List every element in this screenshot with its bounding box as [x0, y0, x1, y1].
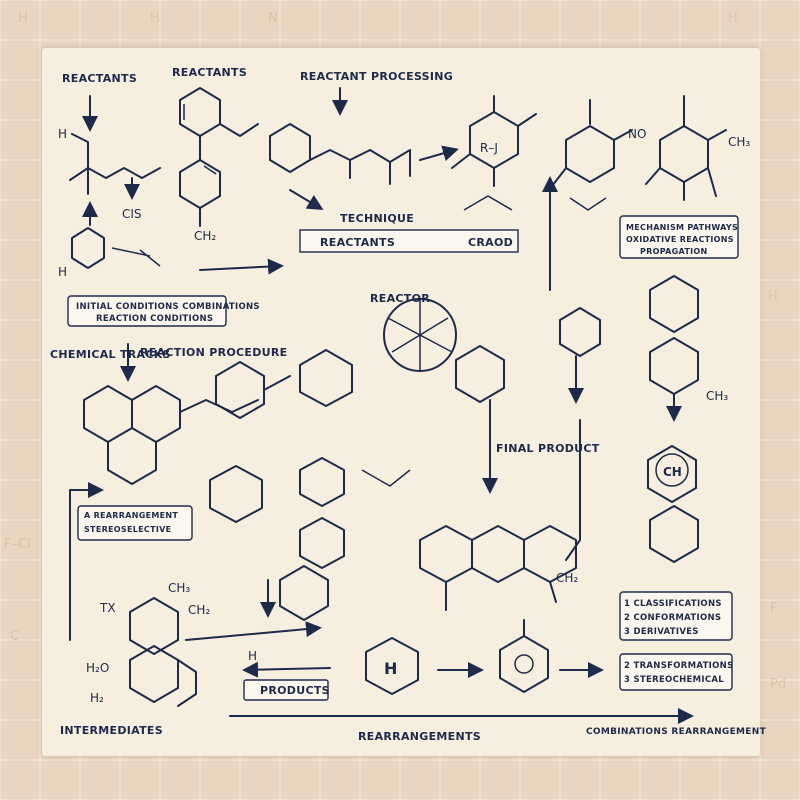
- atom-label: H: [248, 649, 257, 663]
- molecule-middle: [209, 457, 411, 621]
- molecule-h-ring: H: [365, 619, 604, 695]
- atom-label: CH₂: [194, 229, 216, 243]
- atom-label: CH₂: [188, 603, 210, 617]
- label-reactant-processing: REACTANT PROCESSING: [300, 70, 453, 83]
- atom-label: TX: [99, 601, 116, 615]
- bg-glyph: F–Cl: [4, 537, 31, 552]
- mechanism-box: [619, 215, 739, 259]
- atom-label: H: [384, 659, 397, 678]
- label-reactants: REACTANTS: [62, 72, 137, 85]
- bg-glyph: N: [268, 11, 278, 26]
- conditions-box: [67, 295, 227, 327]
- label-rearrangements: REARRANGEMENTS: [358, 730, 481, 743]
- label-final-product: FINAL PRODUCT: [496, 442, 600, 455]
- list-item-3: 3 DERIVATIVES: [624, 627, 699, 637]
- label-reaction-procedure: REACTION PROCEDURE: [140, 346, 287, 359]
- atom-label: CIS: [122, 207, 142, 221]
- rearrangement-box: [77, 505, 193, 541]
- molecule-reactant-b: CH₂: [179, 87, 284, 275]
- atom-label: CH₃: [728, 135, 750, 149]
- atom-label: H₂: [90, 691, 104, 705]
- bg-glyph: H: [768, 289, 778, 304]
- bg-glyph: H: [728, 11, 738, 26]
- bg-glyph: C: [10, 629, 19, 644]
- molecule-reactant-a: H CIS H: [58, 95, 161, 279]
- list-item-1: 1 CLASSIFICATIONS: [624, 599, 722, 609]
- label-products: PRODUCTS: [260, 684, 330, 697]
- atom-label: H: [58, 127, 67, 141]
- reactants-bar: [299, 229, 519, 253]
- bg-glyph: F: [770, 601, 777, 616]
- bg-glyph: H: [150, 11, 160, 26]
- atom-label: CH₃: [168, 581, 190, 595]
- label-reactants-2: REACTANTS: [172, 66, 247, 79]
- reactor: REACTOR: [299, 292, 505, 494]
- list-item-2: 2 CONFORMATIONS: [624, 613, 721, 623]
- atom-label: CH₃: [706, 389, 728, 403]
- reactants-bar-label: REACTANTS: [320, 236, 395, 249]
- numbered-list-1: [619, 591, 733, 641]
- products-area: H PRODUCTS: [242, 649, 331, 701]
- molecule-intermediate-bottom: TX CH₃ CH₂ H₂O H₂: [86, 581, 322, 707]
- atom-label: NO: [628, 127, 646, 141]
- mechanism-line1: MECHANISM PATHWAYS: [626, 223, 738, 232]
- molecule-chemical-tracks: [83, 361, 291, 485]
- molecule-intermediate-top: R–J: [451, 95, 537, 211]
- molecule-processing: [269, 87, 459, 211]
- label-combinations: COMBINATIONS REARRANGEMENT: [586, 727, 767, 737]
- atom-label: CH: [663, 465, 682, 479]
- label-reactor: REACTOR: [370, 292, 430, 305]
- atom-label: H₂O: [86, 661, 109, 675]
- label-technique: TECHNIQUE: [340, 212, 414, 225]
- conditions-title: INITIAL CONDITIONS COMBINATIONS: [76, 302, 260, 312]
- label-intermediates: INTERMEDIATES: [60, 724, 163, 737]
- molecule-top-right-b: NO CH₃: [628, 95, 750, 201]
- numbered-list-2: [619, 653, 733, 691]
- atom-label: CH₂: [556, 571, 578, 585]
- products-box: [243, 679, 329, 701]
- molecule-final-product: CH₂: [419, 525, 578, 611]
- mechanism-line3: PROPAGATION: [640, 247, 708, 256]
- list-item-b1: 2 TRANSFORMATIONS: [624, 661, 734, 671]
- mechanism-line2: OXIDATIVE REACTIONS: [626, 235, 734, 244]
- atom-label: R–J: [480, 141, 498, 155]
- label-chemical-tracks: CHEMICAL TRACKS: [50, 348, 171, 361]
- conditions-sub: REACTION CONDITIONS: [96, 314, 213, 324]
- molecule-right-column: CH₃ CH: [559, 275, 728, 563]
- bg-glyph: H: [18, 11, 28, 26]
- bg-glyph: Pd: [770, 677, 786, 692]
- rearrangement-sub: STEREOSELECTIVE: [84, 525, 171, 534]
- atom-label: H: [58, 265, 67, 279]
- molecule-top-right-a: [542, 99, 633, 291]
- list-item-b2: 3 STEREOCHEMICAL: [624, 675, 724, 685]
- reactants-bar-right-label: CRAOD: [468, 236, 513, 249]
- rearrangement-title: A REARRANGEMENT: [84, 511, 178, 520]
